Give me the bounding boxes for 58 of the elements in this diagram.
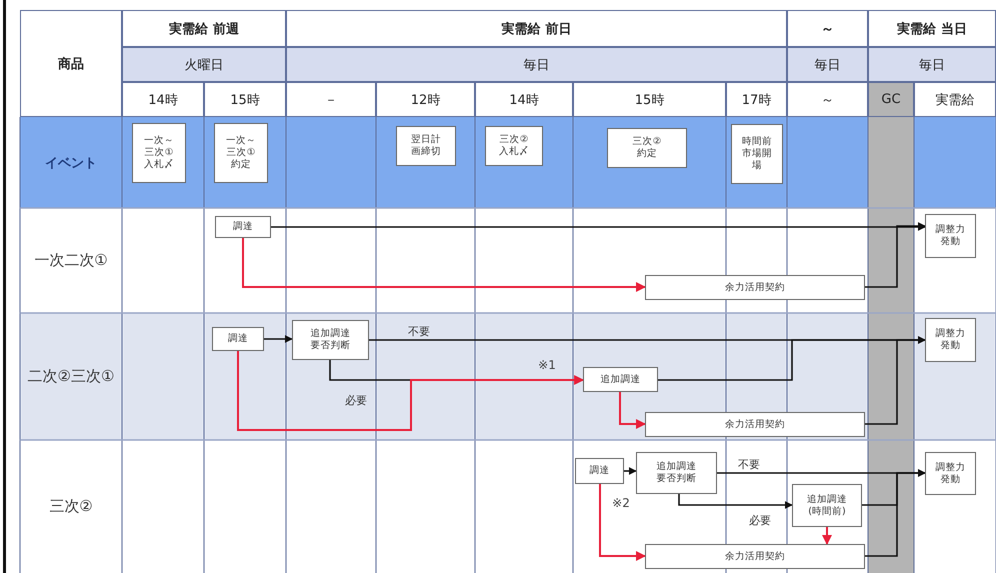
process-box: 追加調達(時間前)	[792, 484, 862, 527]
event-box: 一次～三次①入札〆	[132, 123, 186, 183]
edge-label: 必要	[746, 512, 774, 528]
row-label: 一次二次①	[33, 250, 109, 271]
header-cell: 火曜日	[122, 47, 286, 82]
header-cell: 15時	[573, 82, 726, 117]
header-cell: 17時	[726, 82, 787, 117]
arrow	[865, 469, 926, 557]
header-cell: 毎日	[868, 47, 996, 82]
process-box: 調達	[575, 458, 624, 484]
header-cell: 実需給 当日	[868, 10, 996, 47]
arrow	[865, 336, 926, 425]
arrow	[624, 467, 637, 475]
process-box: 追加調達	[583, 367, 658, 392]
event-box: 三次②約定	[607, 128, 687, 168]
process-box: 調整力発動	[925, 452, 976, 495]
header-cell: ～	[787, 10, 868, 47]
arrow	[619, 392, 646, 429]
process-box: 調達	[215, 216, 271, 238]
edge-label: 必要	[342, 392, 370, 408]
header-cell: 実需給 前週	[122, 10, 286, 47]
row-label: 二次②三次①	[26, 366, 116, 387]
arrow	[599, 484, 646, 561]
process-box: 余力活用契約	[645, 275, 865, 300]
header-cell: 商品	[20, 10, 122, 117]
arrow	[237, 351, 584, 431]
note-mark: ※2	[611, 495, 631, 512]
arrow	[264, 335, 293, 343]
process-box: 余力活用契約	[645, 544, 865, 569]
note-mark: ※1	[537, 357, 557, 374]
event-box: 時間前市場開場	[731, 124, 783, 184]
event-box: 三次②入札〆	[485, 126, 543, 166]
arrow	[271, 223, 926, 231]
header-cell: 実需給	[914, 82, 996, 117]
header-cell: －	[286, 82, 376, 117]
arrow	[242, 238, 646, 292]
header-cell: 14時	[475, 82, 573, 117]
header-cell: ～	[787, 82, 868, 117]
process-box: 追加調達要否判断	[292, 320, 369, 360]
event-box: 一次～三次①約定	[214, 123, 268, 183]
header-cell: 12時	[376, 82, 475, 117]
arrow	[822, 527, 832, 545]
arrow	[678, 494, 793, 509]
header-cell: GC	[868, 82, 914, 117]
header-cell: 14時	[122, 82, 204, 117]
row-label: イベント	[44, 154, 98, 172]
process-box: 調整力発動	[925, 214, 976, 258]
event-box: 翌日計画締切	[396, 126, 456, 166]
process-box: 追加調達要否判断	[636, 452, 717, 494]
header-cell: 実需給 前日	[286, 10, 787, 47]
header-cell: 毎日	[787, 47, 868, 82]
row-label: 三次②	[48, 496, 94, 517]
arrow	[865, 222, 926, 288]
header-cell: 毎日	[286, 47, 787, 82]
process-box: 余力活用契約	[645, 412, 865, 437]
process-box: 調達	[212, 327, 264, 351]
header-cell: 15時	[204, 82, 286, 117]
process-box: 調整力発動	[925, 318, 976, 362]
